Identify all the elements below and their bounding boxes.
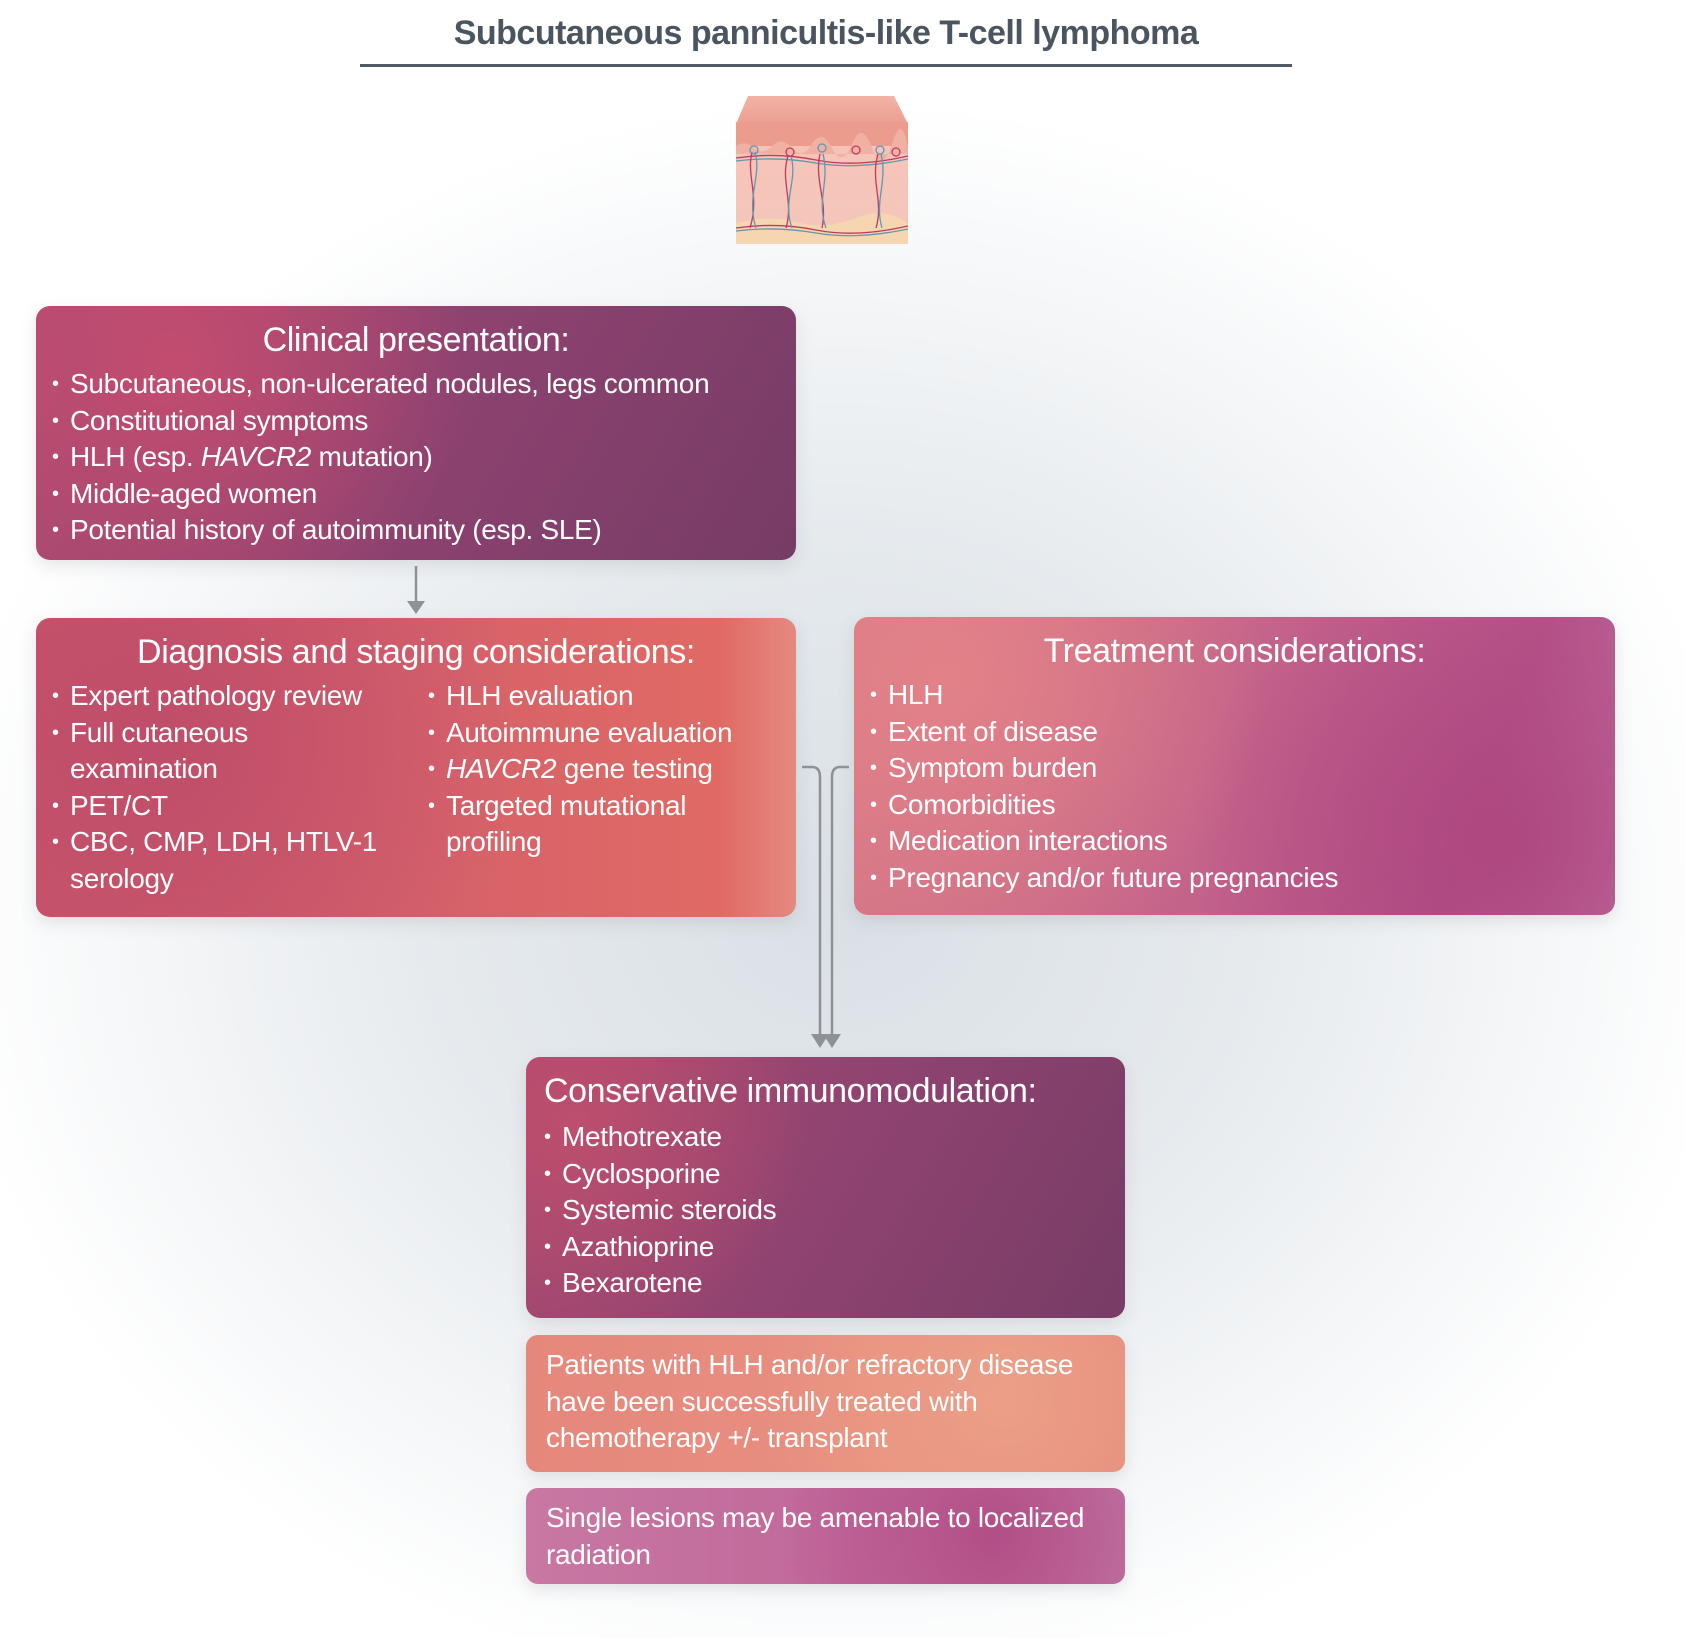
gene-name: HAVCR2 — [446, 753, 557, 784]
diagnosis-columns: Expert pathology review Full cutaneous e… — [52, 678, 796, 897]
list-item: Targeted mutational profiling — [428, 788, 736, 861]
list-item: Pregnancy and/or future pregnancies — [870, 860, 1615, 897]
radiation-note: Single lesions may be amenable to locali… — [526, 1488, 1125, 1584]
list-item: Subcutaneous, non-ulcerated nodules, leg… — [52, 366, 796, 403]
conservative-heading: Conservative immunomodulation: — [544, 1072, 1037, 1110]
conservative-immunomodulation-box: Conservative immunomodulation: Methotrex… — [526, 1057, 1125, 1318]
title-underline — [360, 64, 1292, 67]
item-text: HLH (esp. — [70, 441, 201, 472]
list-item: Middle-aged women — [52, 476, 796, 513]
list-item: Potential history of autoimmunity (esp. … — [52, 512, 796, 549]
treatment-heading: Treatment considerations: — [1043, 632, 1426, 670]
diagnosis-heading: Diagnosis and staging considerations: — [137, 633, 695, 671]
hlh-refractory-note: Patients with HLH and/or refractory dise… — [526, 1335, 1125, 1472]
list-item: HLH — [870, 677, 1615, 714]
list-item: PET/CT — [52, 788, 428, 825]
list-item: HLH evaluation — [428, 678, 788, 715]
list-item: Cyclosporine — [544, 1156, 1125, 1193]
diagnosis-list-right: HLH evaluation Autoimmune evaluation HAV… — [428, 678, 788, 897]
gene-name: HAVCR2 — [200, 441, 312, 472]
list-item: CBC, CMP, LDH, HTLV-1 serology — [52, 824, 390, 897]
item-text: gene testing — [556, 753, 713, 784]
list-item: Extent of disease — [870, 714, 1615, 751]
clinical-presentation-heading: Clinical presentation: — [262, 321, 570, 359]
list-item: Constitutional symptoms — [52, 403, 796, 440]
list-item: Autoimmune evaluation — [428, 715, 788, 752]
page-title: Subcutaneous pannicultis-like T-cell lym… — [453, 14, 1199, 52]
clinical-presentation-box: Clinical presentation: Subcutaneous, non… — [36, 306, 796, 560]
treatment-list: HLH Extent of disease Symptom burden Com… — [870, 677, 1615, 896]
clinical-presentation-list: Subcutaneous, non-ulcerated nodules, leg… — [52, 366, 796, 549]
conservative-list: Methotrexate Cyclosporine Systemic stero… — [544, 1119, 1125, 1302]
list-item: HLH (esp. HAVCR2 mutation) — [52, 439, 796, 476]
treatment-considerations-box: Treatment considerations: HLH Extent of … — [854, 617, 1615, 915]
diagnosis-list-left: Expert pathology review Full cutaneous e… — [52, 678, 428, 897]
list-item: Comorbidities — [870, 787, 1615, 824]
list-item: Bexarotene — [544, 1265, 1125, 1302]
list-item: Symptom burden — [870, 750, 1615, 787]
item-text: mutation) — [311, 441, 433, 472]
list-item: Medication interactions — [870, 823, 1615, 860]
list-item: HAVCR2 gene testing — [428, 751, 788, 788]
list-item: Full cutaneous examination — [52, 715, 290, 788]
list-item: Systemic steroids — [544, 1192, 1125, 1229]
skin-cross-section-icon — [736, 96, 908, 244]
list-item: Azathioprine — [544, 1229, 1125, 1266]
diagnosis-staging-box: Diagnosis and staging considerations: Ex… — [36, 618, 796, 917]
list-item: Expert pathology review — [52, 678, 428, 715]
list-item: Methotrexate — [544, 1119, 1125, 1156]
